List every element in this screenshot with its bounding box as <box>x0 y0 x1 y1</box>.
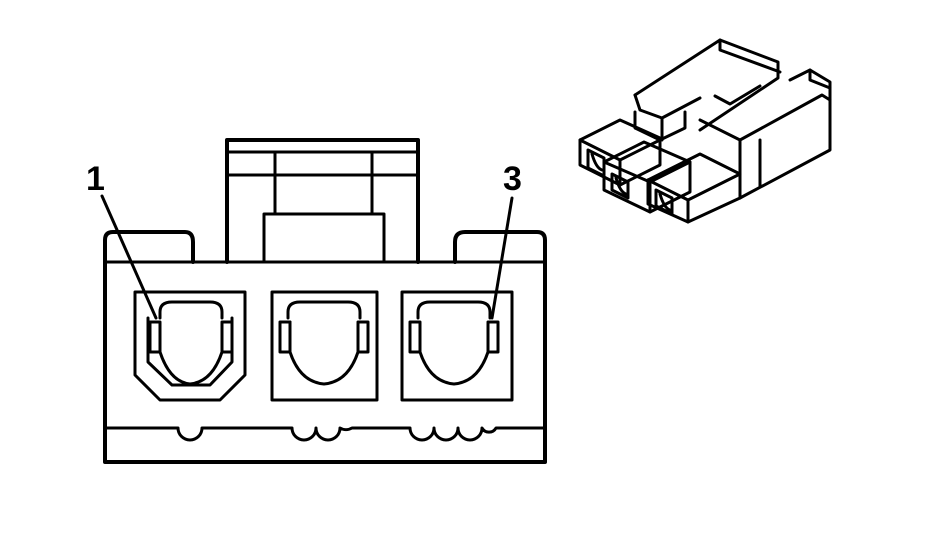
terminal-cavity-2 <box>270 290 379 402</box>
pin-label-group-3: 3 <box>490 160 522 320</box>
terminal-cavity-1 <box>133 290 247 402</box>
leader-line-1 <box>100 194 158 320</box>
pin-label-group-1: 1 <box>86 160 158 320</box>
keying-rib <box>103 426 547 442</box>
pin-label-3: 3 <box>503 160 522 198</box>
connector-isometric-view <box>578 38 832 224</box>
connector-front-view <box>103 138 547 464</box>
connector-body <box>103 230 547 464</box>
leader-line-3 <box>490 196 514 320</box>
latch-tab <box>225 138 420 264</box>
pin-label-1: 1 <box>86 160 105 198</box>
terminal-cavity-3 <box>400 290 514 402</box>
